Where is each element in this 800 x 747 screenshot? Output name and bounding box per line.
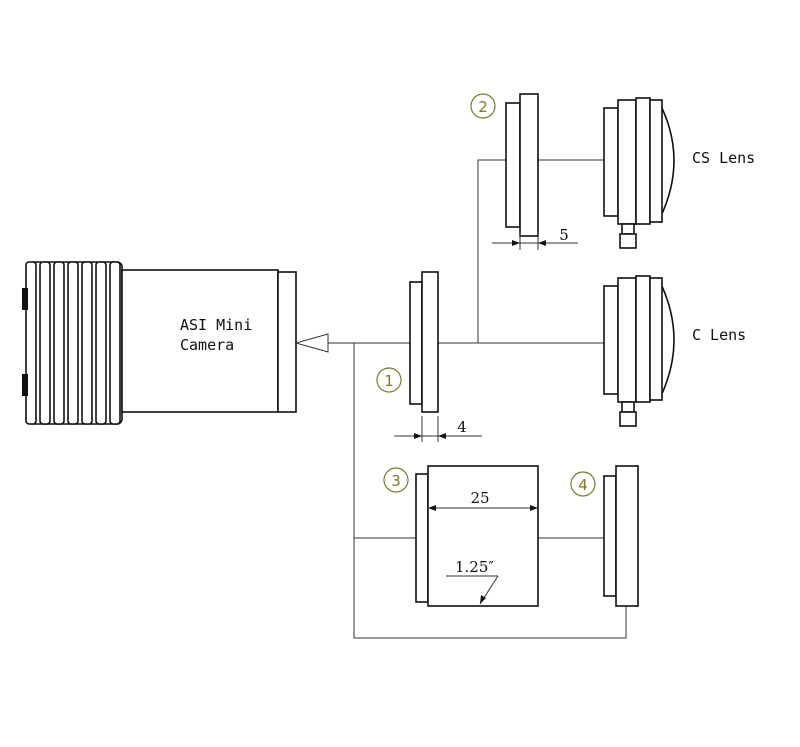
camera-body: ASI Mini Camera: [22, 261, 297, 425]
callout-4: 4: [578, 476, 588, 494]
dim-25: 25: [470, 489, 489, 507]
callout-1: 1: [384, 372, 394, 390]
part-4-adapter: 4: [570, 465, 639, 607]
callout-3: 3: [391, 472, 401, 490]
c-lens: C Lens: [603, 275, 746, 427]
c-lens-label: C Lens: [692, 326, 746, 344]
dim-4: 4: [457, 418, 467, 436]
callout-2: 2: [478, 98, 488, 116]
cs-lens: CS Lens: [603, 97, 755, 249]
camera-label-line1: ASI Mini: [180, 316, 252, 334]
camera-fins: [25, 261, 121, 425]
part-1-spacer: 1 4: [376, 271, 482, 442]
camera-label-line2: Camera: [180, 336, 234, 354]
connector-lines: [353, 159, 627, 639]
dim-1-25: 1.25″: [455, 558, 494, 576]
part-3-nosepiece: 3 25 1.25″: [383, 465, 539, 607]
main-axis-arrow: [294, 333, 329, 353]
cs-lens-label: CS Lens: [692, 149, 755, 167]
dim-5: 5: [559, 226, 569, 244]
part-2-cs-adapter: 2 5: [470, 93, 578, 250]
